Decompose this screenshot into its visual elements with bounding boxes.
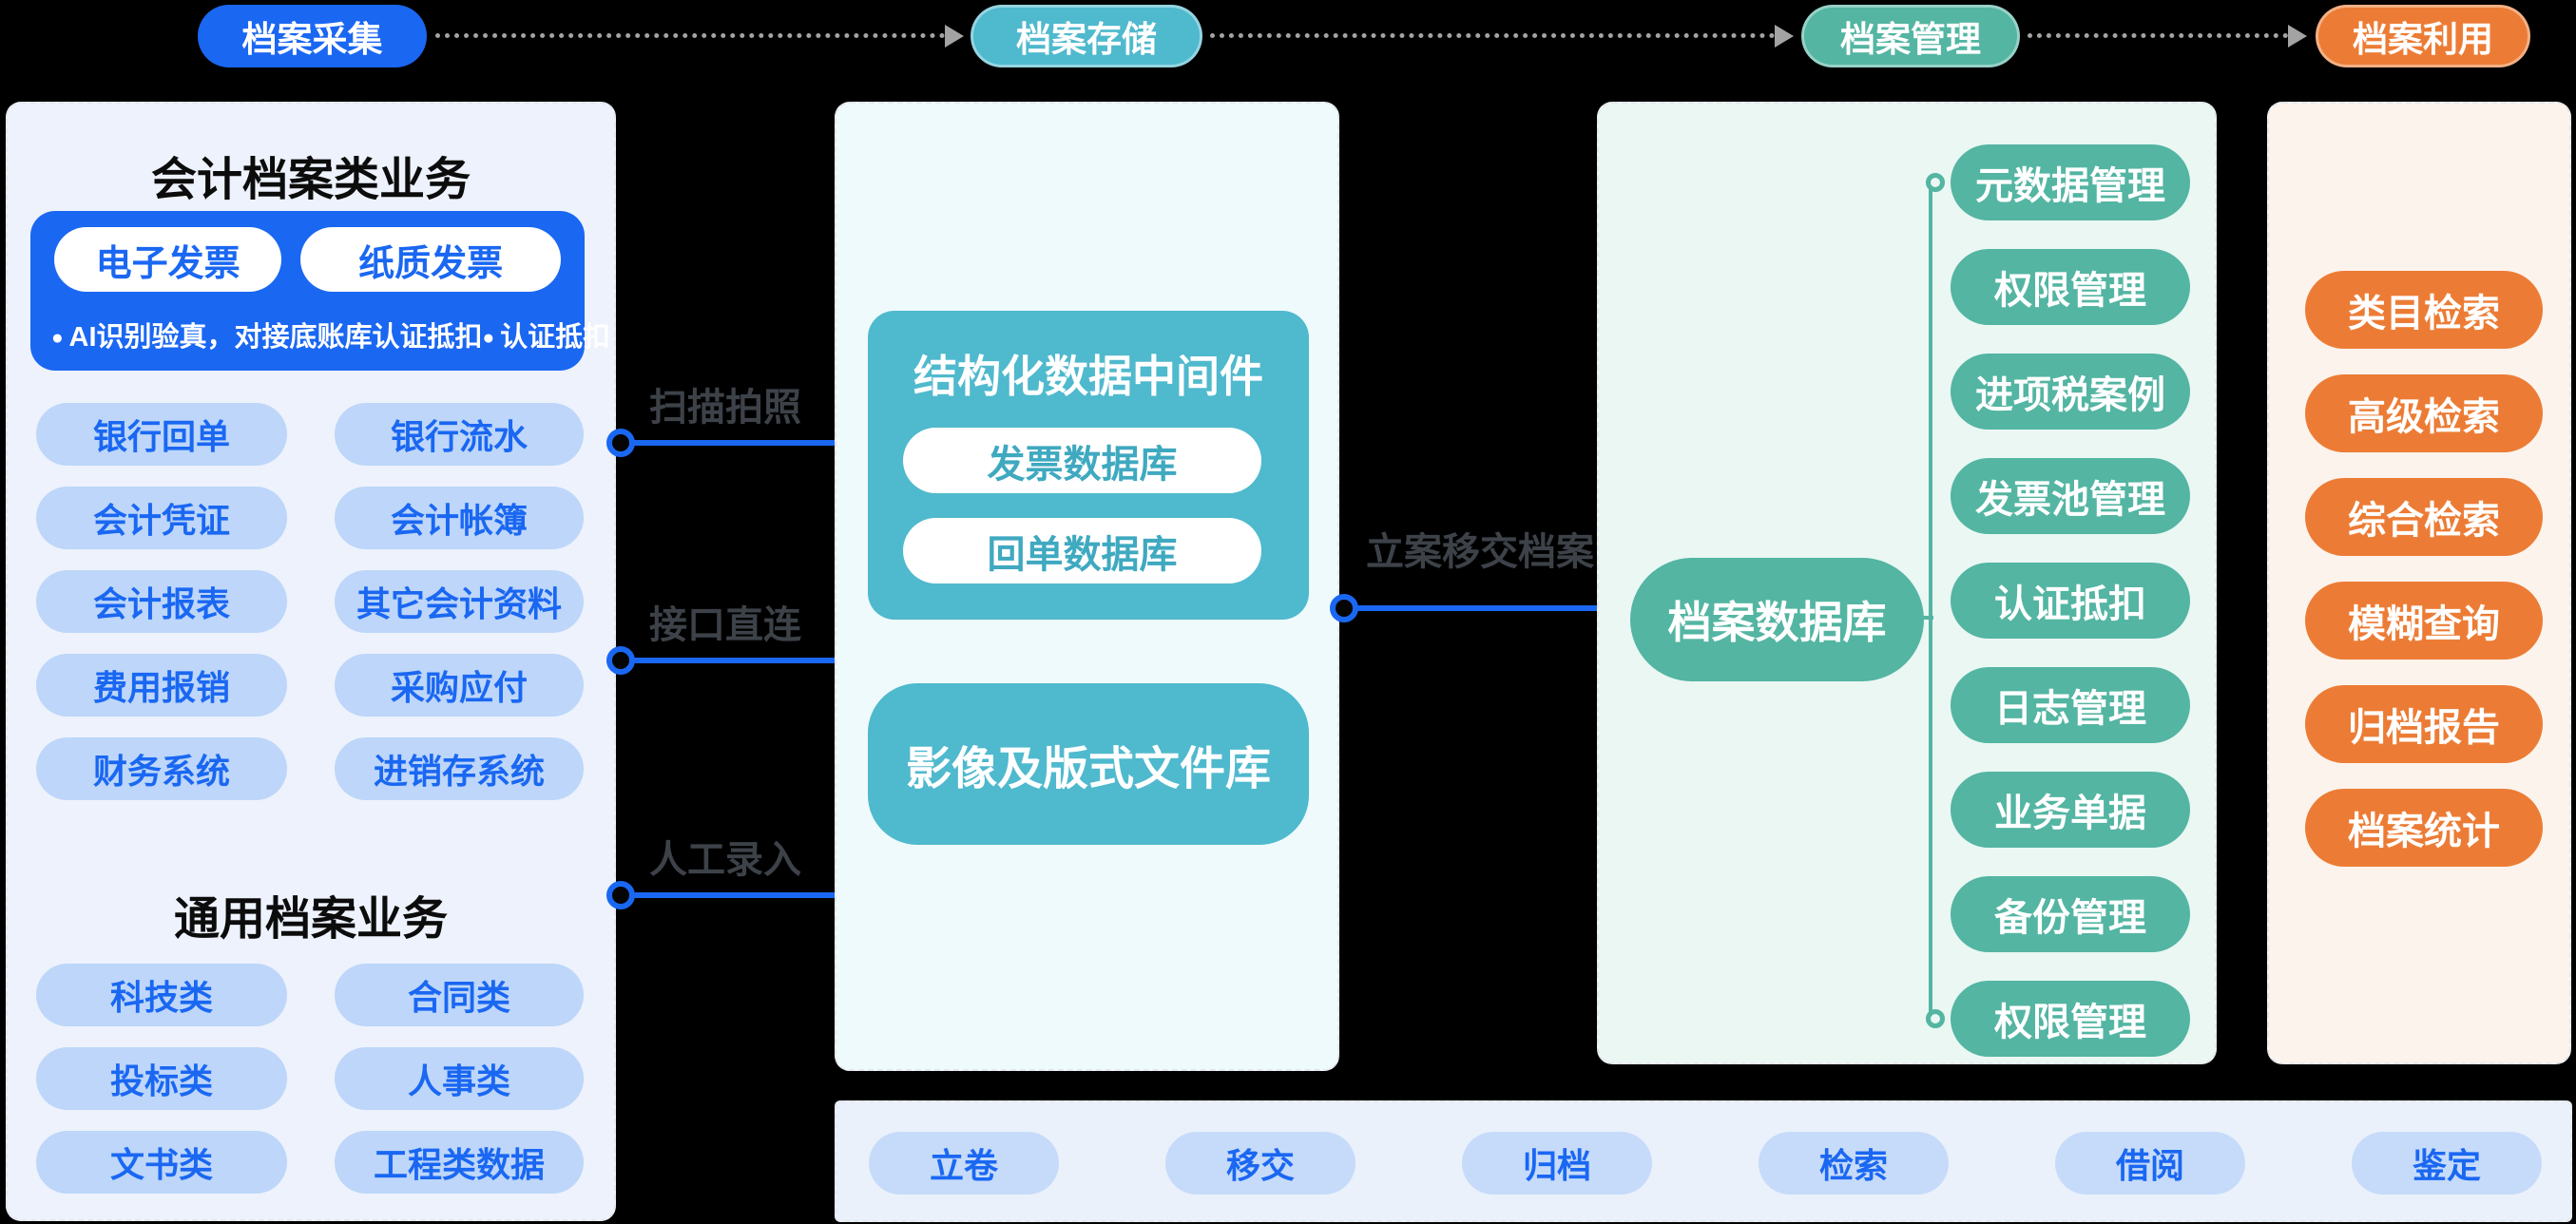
process-step: 移交	[1165, 1132, 1355, 1195]
list-item: 认证抵扣	[1951, 563, 2190, 639]
list-item: 综合检索	[2305, 478, 2543, 556]
process-step-list: 立卷 移交 归档 检索 借阅 鉴定	[869, 1132, 2542, 1195]
list-item: 采购应付	[335, 654, 584, 717]
connector-line	[625, 892, 835, 898]
flow-node-use: 档案利用	[2316, 5, 2530, 67]
list-item: 会计帐簿	[335, 487, 584, 549]
bracket-line	[1929, 182, 1932, 1019]
list-item: 工程类数据	[335, 1131, 584, 1194]
bracket-stub	[1922, 616, 1933, 620]
image-file-store-box: 影像及版式文件库	[868, 683, 1309, 845]
list-item: 银行回单	[36, 403, 287, 466]
list-item: 会计凭证	[36, 487, 287, 549]
general-archive-title: 通用档案业务	[173, 894, 448, 945]
list-item: 归档报告	[2305, 685, 2543, 763]
list-item: 备份管理	[1951, 876, 2190, 952]
invoice-database-pill: 发票数据库	[903, 428, 1261, 493]
bullet-ai-verify: AI识别验真，对接底账库认证抵扣	[51, 315, 483, 354]
list-item: 财务系统	[36, 737, 287, 800]
list-item: 费用报销	[36, 654, 287, 717]
connector-ring-icon	[606, 429, 635, 457]
list-item: 科技类	[36, 964, 287, 1026]
list-item: 业务单据	[1951, 772, 2190, 848]
list-item: 人事类	[335, 1047, 584, 1110]
management-feature-list: 元数据管理 权限管理 进项税案例 发票池管理 认证抵扣 日志管理 业务单据 备份…	[1951, 144, 2190, 1057]
usage-feature-list: 类目检索 高级检索 综合检索 模糊查询 归档报告 档案统计	[2305, 271, 2543, 867]
arrow-right-icon	[2288, 25, 2307, 48]
list-item: 权限管理	[1951, 981, 2190, 1057]
accounting-item-grid: 银行回单 银行流水 会计凭证 会计帐簿 会计报表 其它会计资料 费用报销 采购应…	[36, 403, 584, 800]
list-item: 进项税案例	[1951, 354, 2190, 430]
connector-label-scan: 扫描拍照	[649, 387, 801, 429]
list-item: 银行流水	[335, 403, 584, 466]
list-item: 权限管理	[1951, 249, 2190, 325]
archive-database-pill: 档案数据库	[1630, 558, 1924, 681]
middleware-title: 结构化数据中间件	[913, 352, 1263, 401]
connector-label-api: 接口直连	[649, 604, 801, 646]
list-item: 档案统计	[2305, 789, 2543, 867]
list-item: 其它会计资料	[335, 570, 584, 633]
list-item: 会计报表	[36, 570, 287, 633]
flow-connector-dash	[435, 33, 945, 38]
bracket-ring-icon	[1926, 173, 1945, 192]
management-panel: 档案数据库 元数据管理 权限管理 进项税案例 发票池管理 认证抵扣 日志管理 业…	[1597, 102, 2217, 1064]
arrow-right-icon	[1775, 25, 1794, 48]
connector-ring-icon	[606, 646, 635, 675]
list-item: 投标类	[36, 1047, 287, 1110]
list-item: 模糊查询	[2305, 582, 2543, 660]
list-item: 合同类	[335, 964, 584, 1026]
flow-connector-dash	[1210, 33, 1775, 38]
list-item: 日志管理	[1951, 667, 2190, 743]
connector-label-transfer: 立案移交档案	[1366, 531, 1594, 573]
flow-node-manage: 档案管理	[1801, 5, 2020, 67]
structured-middleware-box: 结构化数据中间件 发票数据库 回单数据库	[868, 311, 1309, 620]
process-step: 归档	[1462, 1132, 1652, 1195]
list-item: 高级检索	[2305, 374, 2543, 452]
process-step: 检索	[1759, 1132, 1949, 1195]
invoice-bullets: AI识别验真，对接底账库认证抵扣 认证抵扣	[30, 292, 611, 354]
flow-connector-dash	[2028, 33, 2288, 38]
connector-ring-icon	[1330, 594, 1358, 622]
process-step: 借阅	[2055, 1132, 2245, 1195]
accounting-archive-title: 会计档案类业务	[150, 155, 471, 205]
list-item: 元数据管理	[1951, 144, 2190, 220]
list-item: 文书类	[36, 1131, 287, 1194]
flow-node-collect: 档案采集	[198, 5, 427, 67]
tab-electronic-invoice: 电子发票	[54, 227, 282, 292]
flow-node-store: 档案存储	[971, 5, 1202, 67]
collection-panel: 会计档案类业务 电子发票 纸质发票 AI识别验真，对接底账库认证抵扣 认证抵扣 …	[6, 102, 616, 1221]
process-step: 立卷	[869, 1132, 1059, 1195]
general-item-grid: 科技类 合同类 投标类 人事类 文书类 工程类数据	[36, 964, 584, 1194]
tab-paper-invoice: 纸质发票	[300, 227, 561, 292]
connector-line	[625, 440, 835, 446]
process-bar: 立卷 移交 归档 检索 借阅 鉴定	[835, 1100, 2572, 1222]
invoice-box: 电子发票 纸质发票 AI识别验真，对接底账库认证抵扣 认证抵扣	[30, 211, 611, 371]
connector-ring-icon	[606, 881, 635, 909]
connector-line	[625, 658, 835, 663]
list-item: 进销存系统	[335, 737, 584, 800]
bullet-cert-deduct: 认证抵扣	[483, 315, 610, 354]
list-item: 发票池管理	[1951, 458, 2190, 534]
usage-panel: 类目检索 高级检索 综合检索 模糊查询 归档报告 档案统计	[2267, 102, 2571, 1064]
process-step: 鉴定	[2352, 1132, 2542, 1195]
connector-line	[1348, 605, 1597, 611]
arrow-right-icon	[945, 25, 964, 48]
storage-panel: 结构化数据中间件 发票数据库 回单数据库 影像及版式文件库	[835, 102, 1339, 1071]
bracket-ring-icon	[1926, 1009, 1945, 1028]
invoice-tabs: 电子发票 纸质发票	[30, 211, 585, 292]
receipt-database-pill: 回单数据库	[903, 518, 1261, 583]
list-item: 类目检索	[2305, 271, 2543, 349]
connector-label-manual: 人工录入	[649, 839, 801, 881]
